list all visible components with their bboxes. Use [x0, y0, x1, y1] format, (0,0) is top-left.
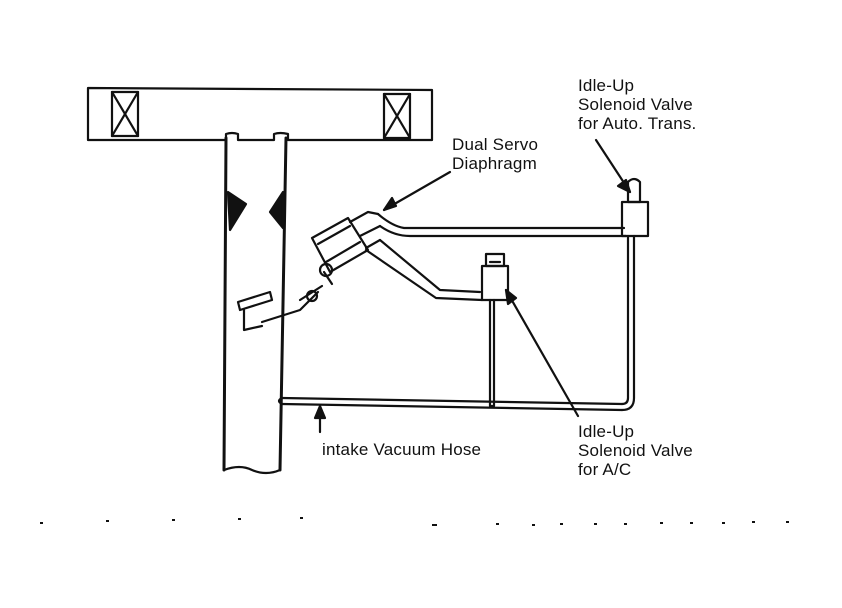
- leader-dual-servo: [382, 170, 452, 212]
- intake-plenum: [86, 86, 434, 142]
- throttle-linkage: [236, 290, 274, 312]
- throttle-body-right-wall: [278, 136, 288, 472]
- intake-vacuum-hose: [280, 396, 624, 406]
- label-dual-servo: Dual Servo Diaphragm: [452, 135, 539, 173]
- throttle-body-bottom: [222, 465, 282, 475]
- vacuum-hose-lower: [378, 238, 482, 294]
- ac-solenoid-valve: [480, 264, 510, 302]
- leader-at-valve: [594, 138, 632, 194]
- runner-box-left: [110, 90, 140, 138]
- at-solenoid-valve: [620, 200, 650, 238]
- label-intake-vacuum-hose: intake Vacuum Hose: [322, 440, 482, 459]
- vacuum-hose-upper: [376, 212, 626, 230]
- leader-ac-valve: [504, 288, 580, 418]
- leader-intake-hose: [313, 404, 327, 434]
- label-idle-up-auto-trans: Idle-Up Solenoid Valve for Auto. Trans.: [578, 76, 697, 133]
- throttle-plate-left: [226, 190, 248, 232]
- dual-servo-diaphragm: [310, 216, 370, 274]
- runner-box-right: [382, 92, 412, 140]
- throttle-body-left-wall: [222, 136, 228, 472]
- scan-dots: [40, 517, 789, 526]
- label-idle-up-ac: Idle-Up Solenoid Valve for A/C: [578, 422, 693, 479]
- throttle-plate-right: [268, 190, 285, 230]
